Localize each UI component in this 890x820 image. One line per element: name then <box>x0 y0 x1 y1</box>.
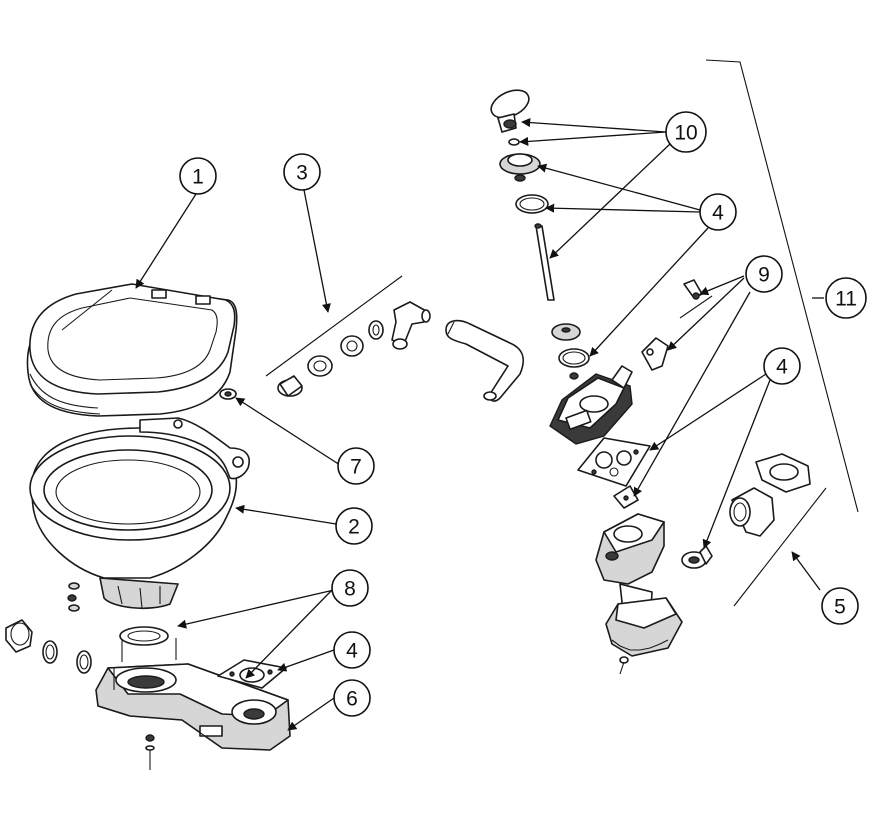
piston <box>551 323 590 380</box>
callout-10: 10 <box>665 111 707 153</box>
callout-label: 4 <box>776 356 788 379</box>
flap-valve <box>613 485 639 509</box>
callout-8: 8 <box>331 569 369 607</box>
callout-label: 4 <box>712 202 724 225</box>
callout-2: 2 <box>335 507 373 545</box>
pump-body <box>595 513 683 657</box>
callout-label: 11 <box>835 288 857 311</box>
inlet-fittings <box>277 301 431 397</box>
pump-base <box>95 638 291 751</box>
hose <box>445 319 525 402</box>
base-screw <box>145 734 155 770</box>
gasket-ring <box>119 626 169 646</box>
leader-lines <box>135 118 824 731</box>
outlet-elbow <box>729 487 775 537</box>
callout-label: 9 <box>758 264 770 287</box>
callout-label: 7 <box>350 456 362 479</box>
callout-label: 10 <box>674 122 697 145</box>
callout-4-top: 4 <box>699 193 737 231</box>
callout-3: 3 <box>283 153 321 191</box>
bowl <box>29 417 250 610</box>
pump-gasket-plate <box>577 437 651 487</box>
callout-4-base: 4 <box>333 631 371 669</box>
outlet-flange <box>755 453 811 493</box>
pump-top-cap <box>499 153 549 214</box>
callout-6: 6 <box>333 679 371 717</box>
callout-label: 8 <box>344 578 356 601</box>
outlet-valve <box>681 545 713 569</box>
callout-label: 3 <box>296 162 308 185</box>
nuts-under-bowl <box>67 582 80 612</box>
inlet-plug-and-rings <box>5 619 92 674</box>
piston-rod <box>534 223 555 301</box>
pump-screw <box>619 656 629 675</box>
callout-5: 5 <box>821 587 859 625</box>
seat-and-lid <box>26 283 238 417</box>
pump-handle <box>490 89 530 146</box>
callout-9: 9 <box>745 255 783 293</box>
bracket-lines <box>265 59 859 607</box>
callout-1: 1 <box>179 157 217 195</box>
callout-label: 5 <box>834 596 846 619</box>
callout-7: 7 <box>337 447 375 485</box>
small-fitting <box>219 388 237 400</box>
callout-label: 6 <box>346 688 358 711</box>
callout-label: 1 <box>192 166 204 189</box>
callout-11: 11 <box>825 277 867 319</box>
callout-4-mid: 4 <box>763 347 801 385</box>
callout-label: 4 <box>346 640 358 663</box>
callout-label: 2 <box>348 516 360 539</box>
pump-cylinder <box>549 365 633 445</box>
